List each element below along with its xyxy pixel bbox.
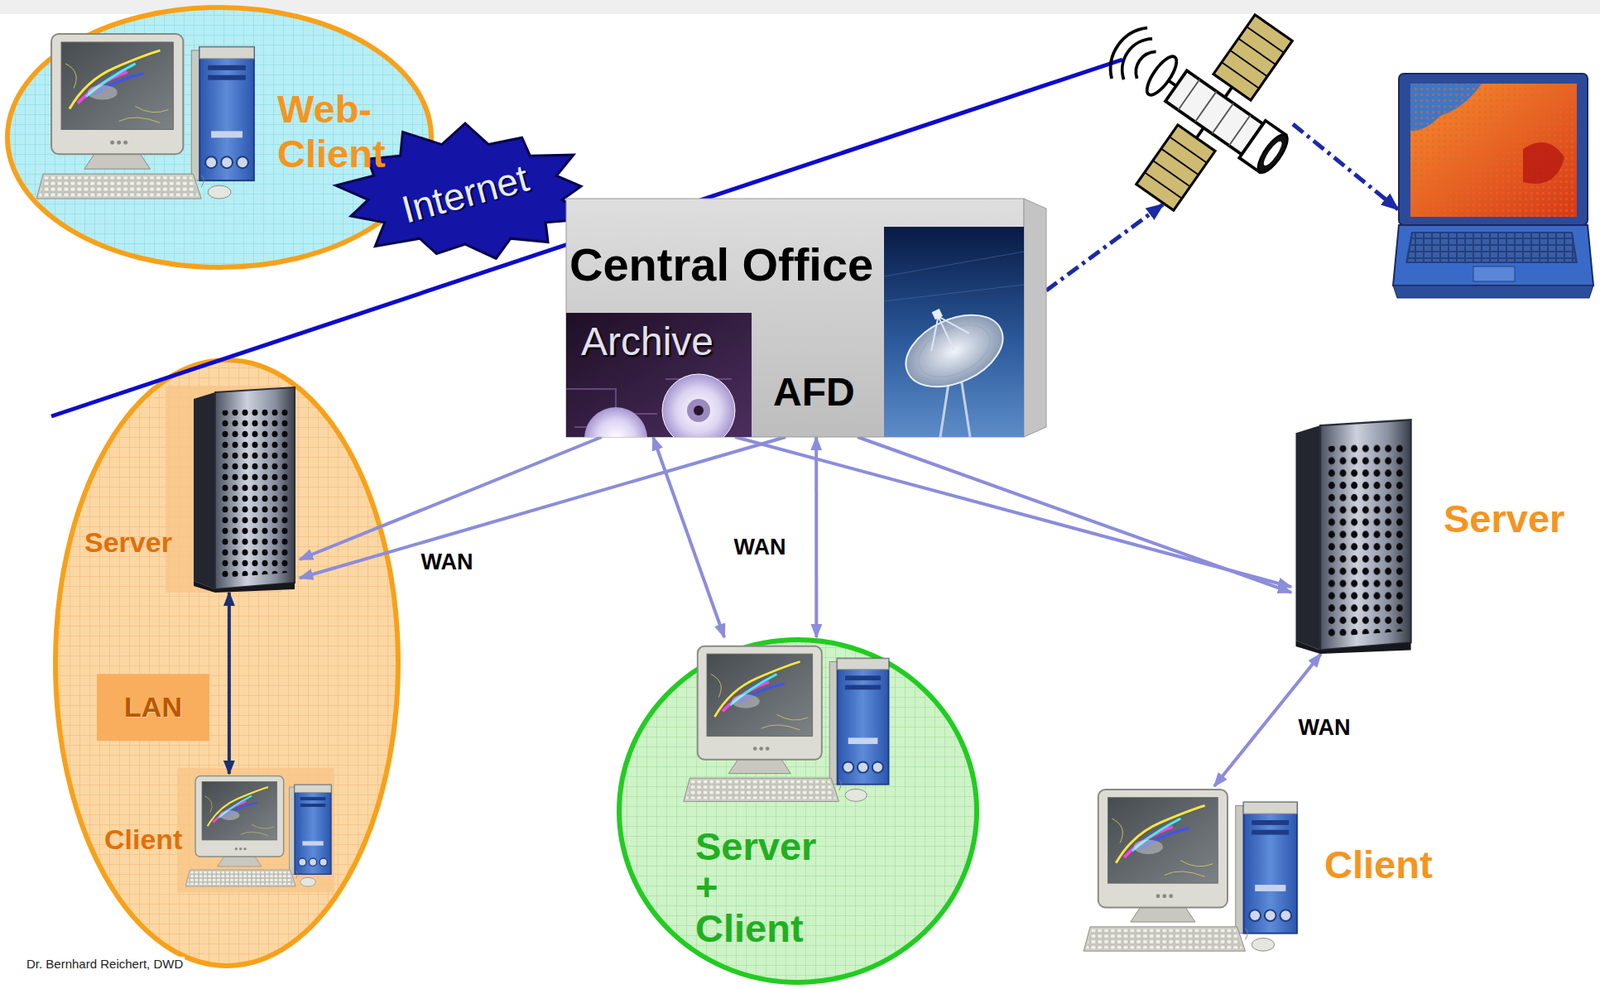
internet-burst-shape <box>336 123 593 259</box>
device-icon <box>193 387 295 593</box>
laptop-icon <box>1393 73 1594 298</box>
node-text: Internet <box>397 155 534 231</box>
network-link <box>857 437 1292 593</box>
server-node: Server <box>1291 418 1583 654</box>
device-icon <box>36 33 255 199</box>
node-text: Archive <box>581 318 714 365</box>
satellite-icon <box>1144 136 1207 199</box>
laptop-icon <box>1407 233 1576 262</box>
satellite-icon <box>1261 139 1285 168</box>
laptop-icon <box>1410 83 1577 217</box>
text-slot: Web- Client <box>277 86 409 177</box>
node-text: Web- Client <box>277 86 409 177</box>
link-label-slot: LAN <box>96 673 210 741</box>
network-link <box>299 437 786 579</box>
node-text: Server + Client <box>695 826 824 949</box>
broadcast-arrow <box>1046 204 1163 291</box>
satellite-icon <box>1165 70 1264 154</box>
satellite-icon <box>1253 129 1293 178</box>
server-client-ellipse: Server + Client <box>616 637 980 985</box>
wan-label: WAN <box>418 549 477 577</box>
device-icon <box>566 312 752 471</box>
web-client-ellipse-shape <box>7 7 432 268</box>
laptop-icon <box>1523 142 1565 184</box>
server-node-shape <box>79 385 300 593</box>
network-link <box>653 437 725 638</box>
text-slot: Server <box>1443 496 1565 542</box>
central-office-box: Central OfficeArchiveAFD <box>566 198 1047 438</box>
satellite-icon <box>1177 79 1250 146</box>
text-slot: Client <box>104 823 183 856</box>
device-icon <box>1295 419 1411 654</box>
site-group-ellipse <box>177 768 335 893</box>
author-credit: Dr. Bernhard Reichert, DWD <box>24 956 185 971</box>
satellite-icon <box>1221 26 1284 89</box>
client-node: Client <box>79 773 353 928</box>
laptop-icon <box>1398 73 1588 226</box>
text-slot: Server + Client <box>695 826 824 949</box>
satellite-icon <box>1213 14 1293 101</box>
wan-label: WAN <box>730 534 790 562</box>
broadcast-arrow <box>1292 124 1399 210</box>
network-link <box>814 437 818 638</box>
laptop-icon <box>1473 266 1515 282</box>
satellite-icon <box>1136 124 1216 211</box>
node-text: AFD <box>773 369 856 415</box>
server-node: Server <box>79 385 300 593</box>
text-slot: Central Office <box>569 238 874 292</box>
laptop-icon <box>1410 83 1577 217</box>
satellite-icon <box>1196 127 1204 138</box>
laptop-icon <box>1405 231 1578 264</box>
device-icon <box>683 646 889 803</box>
network-link <box>227 592 231 774</box>
device-icon <box>185 776 332 887</box>
text-slot: Client <box>1324 842 1433 888</box>
site-group-ellipse <box>55 360 399 966</box>
node-text: Server <box>84 526 173 559</box>
device-icon <box>1083 789 1298 952</box>
node-text: Client <box>104 823 183 856</box>
text-slot: Archive <box>581 318 714 365</box>
site-group-ellipse <box>55 360 399 966</box>
network-link <box>735 437 1292 587</box>
node-text: Server <box>1443 496 1565 542</box>
web-client-ellipse: Web- Client <box>4 4 434 270</box>
lan-label: LAN <box>96 673 210 741</box>
text-slot: Server <box>84 526 173 559</box>
site-group-ellipse <box>55 360 399 966</box>
laptop-icon <box>1393 225 1594 286</box>
satellite-icon <box>1225 86 1233 97</box>
satellite-icon <box>1058 0 1339 244</box>
web-client-ellipse-shape <box>7 7 432 268</box>
server-client-ellipse-shape <box>619 639 977 983</box>
link-label-slot: WAN <box>730 534 790 562</box>
link-label-slot: WAN <box>1295 715 1355 742</box>
node-text: Client <box>1324 842 1433 888</box>
link-label-slot: WAN <box>418 549 477 577</box>
node-text: Central Office <box>569 238 874 292</box>
text-slot: AFD <box>773 369 856 415</box>
network-link <box>299 437 602 560</box>
wan-label: WAN <box>1295 715 1355 742</box>
client-node: Client <box>1080 786 1453 957</box>
central-office-box-shape <box>1023 198 1047 438</box>
laptop-icon <box>1393 285 1594 298</box>
credit-slot: Dr. Bernhard Reichert, DWD <box>24 956 185 972</box>
device-icon <box>884 226 1024 438</box>
server-client-ellipse-shape <box>619 639 977 983</box>
broadcast-arrow <box>1046 124 1399 291</box>
